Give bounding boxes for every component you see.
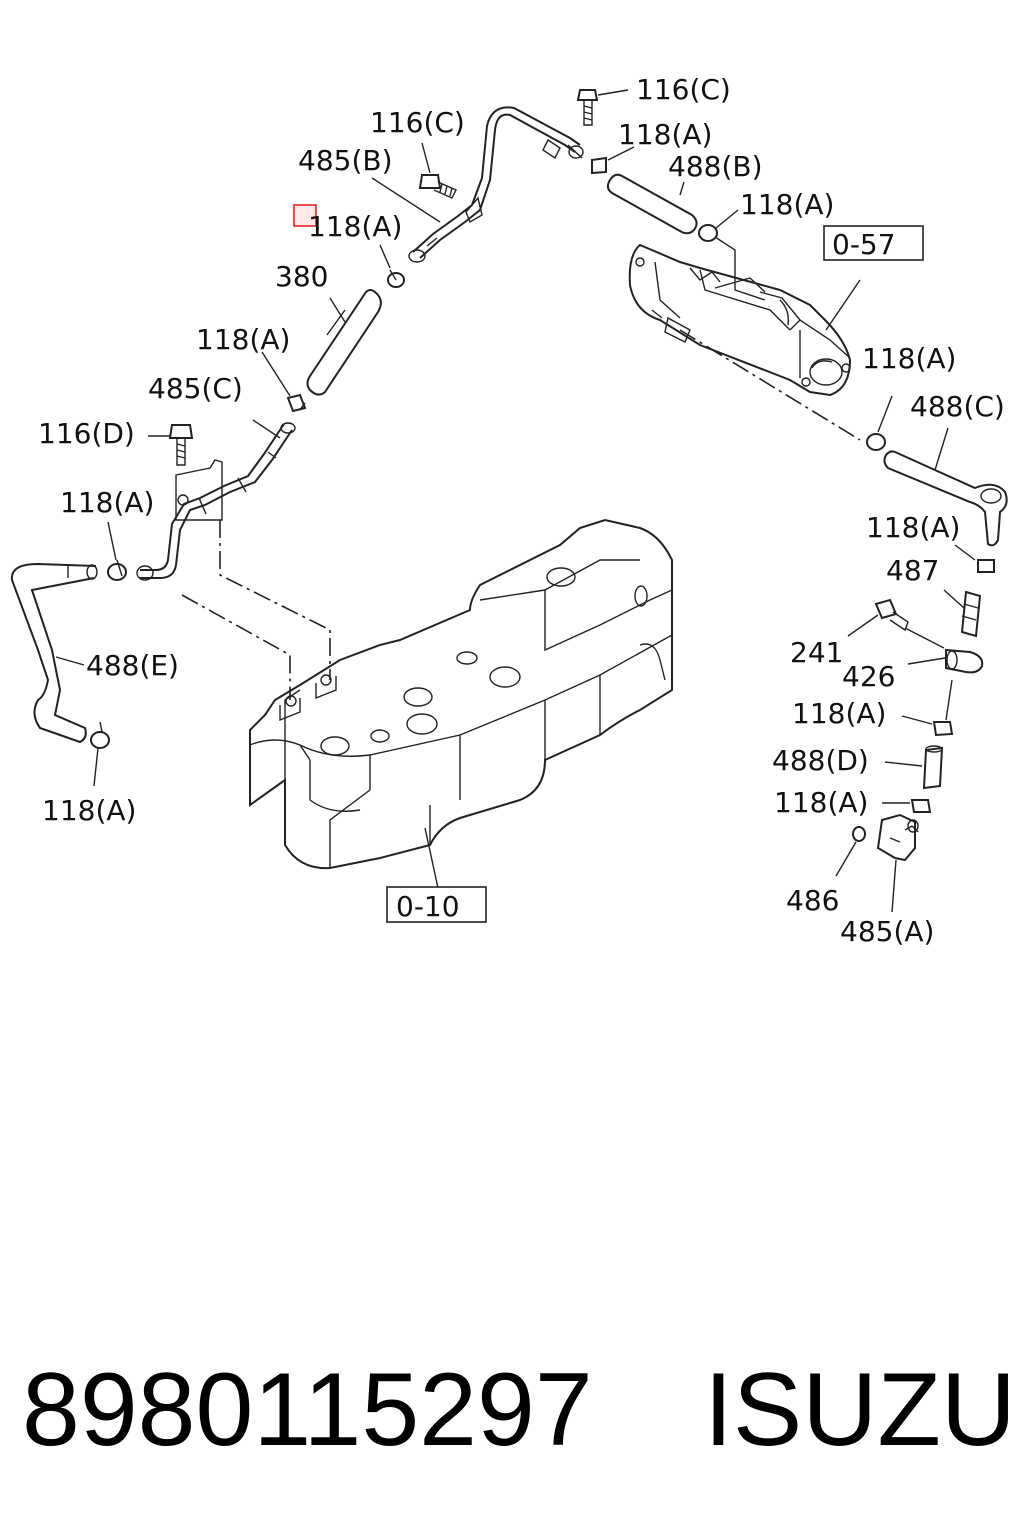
label-118a-top-right: 118(A)	[618, 118, 712, 151]
box-010-frame	[386, 886, 487, 923]
hose-488e	[10, 562, 98, 744]
label-488b: 488(B)	[668, 150, 763, 183]
bolt-116c-top	[576, 89, 629, 126]
label-118a-left-mid: 118(A)	[60, 486, 154, 519]
box-057-frame	[823, 225, 924, 261]
pipe-485a	[876, 813, 919, 913]
hose-488c	[883, 427, 1008, 547]
label-118a-left-upper: 118(A)	[196, 323, 290, 356]
oring-486	[835, 826, 866, 877]
clamp-118a-marked	[379, 244, 405, 288]
part-number-caption: 8980115297	[22, 1352, 593, 1468]
clamp-118a-right-2	[698, 209, 766, 301]
label-116d: 116(D)	[38, 417, 135, 450]
label-118a-left-bottom: 118(A)	[42, 794, 136, 827]
label-118a-right-5: 118(A)	[792, 697, 886, 730]
bolt-241	[847, 598, 909, 637]
hose-380	[306, 289, 382, 396]
callout-labels: 116(C) 118(A) 488(B) 118(A) 0-57 116(C) …	[38, 73, 1005, 948]
clamp-118a-right-5	[901, 679, 954, 737]
clamp-118a-top-right	[591, 146, 635, 175]
hose-488b	[606, 173, 698, 235]
clamp-118a-left-bottom	[90, 721, 110, 787]
label-488d: 488(D)	[772, 744, 869, 777]
pipe-485b	[408, 106, 584, 263]
label-241: 241	[790, 636, 843, 669]
bolt-116c-left	[418, 142, 457, 199]
label-118a-right-3: 118(A)	[862, 342, 956, 375]
clamp-118a-left-mid	[107, 521, 154, 581]
label-485a: 485(A)	[840, 915, 934, 948]
label-486: 486	[786, 884, 839, 917]
clamp-118a-right-4	[954, 544, 995, 573]
bracket-116d	[148, 424, 223, 521]
label-485b: 485(B)	[298, 144, 393, 177]
shield-housing	[249, 518, 673, 870]
hose-488d	[884, 745, 944, 790]
label-118a-marked: 118(A)	[308, 210, 402, 243]
valve-487	[943, 589, 982, 638]
label-box-010: 0-10	[396, 890, 460, 923]
brand-caption: ISUZU	[704, 1352, 1016, 1468]
pipe-485c	[140, 419, 296, 579]
label-118a-right-4: 118(A)	[866, 511, 960, 544]
label-488c: 488(C)	[910, 390, 1005, 423]
label-box-057: 0-57	[832, 228, 896, 261]
label-380: 380	[275, 260, 328, 293]
label-487: 487	[886, 554, 939, 587]
clamp-118a-left-upper	[261, 351, 307, 413]
label-118a-right-2: 118(A)	[740, 188, 834, 221]
clamp-426	[904, 627, 984, 674]
leader-lines	[329, 177, 441, 889]
highlight-marker	[293, 204, 317, 227]
label-485c: 485(C)	[148, 372, 243, 405]
egr-cooler	[628, 243, 861, 397]
label-118a-right-6: 118(A)	[774, 786, 868, 819]
label-116c-left: 116(C)	[370, 106, 465, 139]
label-426: 426	[842, 660, 895, 693]
clamp-118a-right-6	[882, 799, 932, 813]
label-116c-top: 116(C)	[636, 73, 731, 106]
label-488e: 488(E)	[86, 649, 179, 682]
clamp-118a-right-3	[866, 395, 893, 451]
parts-diagram: 116(C) 118(A) 488(B) 118(A) 0-57 116(C) …	[10, 73, 1008, 948]
